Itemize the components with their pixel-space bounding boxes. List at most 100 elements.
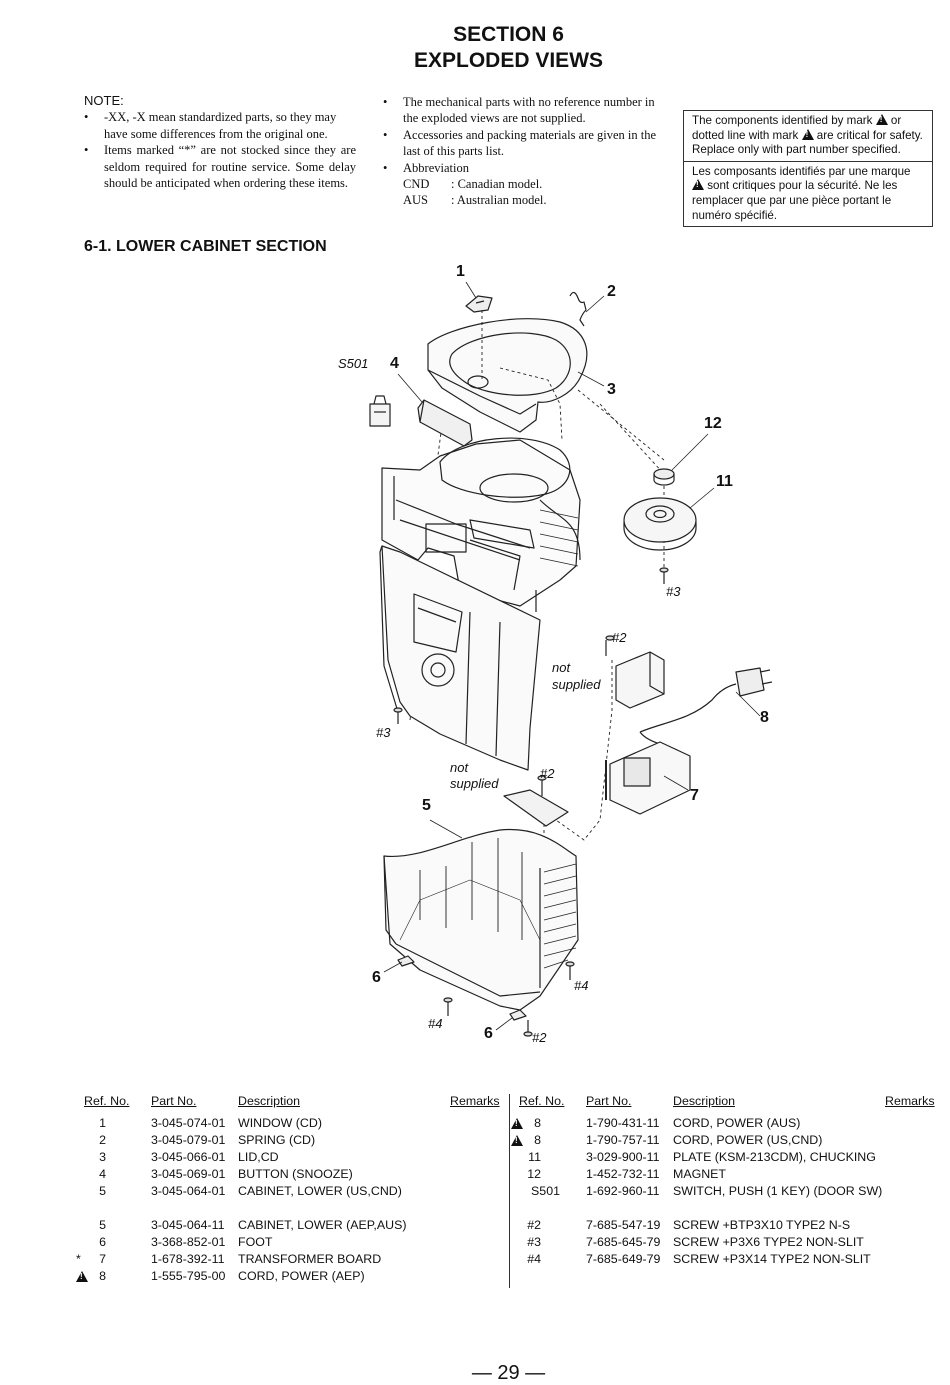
callout-6: 6 <box>372 969 381 986</box>
not-supplied-label: not <box>450 760 469 775</box>
row-description: SCREW +BTP3X10 TYPE2 N-S <box>673 1218 851 1232</box>
screw-3-left <box>393 707 403 724</box>
row-ref-no: 4 <box>99 1167 106 1181</box>
row-ref-no: 2 <box>99 1133 106 1147</box>
column-header-part: Part No. <box>586 1094 632 1108</box>
callout-7: 7 <box>690 787 699 804</box>
screw-label: #2 <box>532 1030 547 1045</box>
column-header-ref: Ref. No. <box>519 1094 565 1108</box>
safety-french-text: sont critiques pour la sécurité. Ne les … <box>692 179 898 222</box>
column-header-description: Description <box>238 1094 300 1108</box>
note-right: The mechanical parts with no reference n… <box>383 94 658 209</box>
row-ref-no: 5 <box>99 1184 106 1198</box>
warning-triangle-icon <box>801 128 814 140</box>
row-ref-no: 8 <box>534 1116 541 1130</box>
row-part-no: 1-678-392-11 <box>151 1252 225 1266</box>
callout-12: 12 <box>704 415 722 432</box>
transformer-part <box>605 741 691 815</box>
row-ref-no: #3 <box>527 1235 541 1249</box>
callout-11: 11 <box>716 473 733 490</box>
screw-label: #4 <box>574 978 588 993</box>
abbreviation-code: AUS <box>403 193 429 208</box>
row-description: LID,CD <box>238 1150 279 1164</box>
row-part-no: 7-685-645-79 <box>586 1235 661 1249</box>
safety-notice-box: The components identified by mark or dot… <box>683 110 933 228</box>
note-bullet: -XX, -X mean standardized parts, so they… <box>84 109 356 142</box>
magnet-part <box>653 468 675 486</box>
window-part <box>465 295 493 313</box>
abbreviation-code: CND <box>403 177 430 192</box>
row-part-no: 1-790-431-11 <box>586 1116 660 1130</box>
row-ref-no: 5 <box>99 1218 106 1232</box>
row-part-no: 3-045-064-01 <box>151 1184 226 1198</box>
row-description: CORD, POWER (AUS) <box>673 1116 801 1130</box>
row-ref-no: 12 <box>527 1167 541 1181</box>
column-header-part: Part No. <box>151 1094 197 1108</box>
row-description: MAGNET <box>673 1167 727 1181</box>
table-row: 8 1-790-431-11 CORD, POWER (AUS) <box>511 1116 950 1133</box>
callout-5: 5 <box>422 797 431 814</box>
row-ref-no: 8 <box>99 1269 106 1283</box>
row-ref-no: 6 <box>99 1235 106 1249</box>
screw-3-right <box>659 567 669 584</box>
exploded-view-diagram: 1 2 3 4 5 6 6 7 8 11 12 S501 #3 #3 #2 #2… <box>338 263 773 1045</box>
note-bullet: Items marked “*” are not stocked since t… <box>84 142 356 191</box>
safety-english-text: or dotted line with mark <box>692 114 902 142</box>
switch-part <box>369 395 391 427</box>
row-part-no: 3-045-064-11 <box>151 1218 225 1232</box>
row-description: SCREW +P3X14 TYPE2 NON-SLIT <box>673 1252 871 1266</box>
callout-6: 6 <box>484 1025 493 1042</box>
row-description: WINDOW (CD) <box>238 1116 322 1130</box>
row-description: CORD, POWER (US,CND) <box>673 1133 823 1147</box>
screw-label: #3 <box>376 725 391 740</box>
not-supplied-label: not <box>552 660 571 675</box>
page-number: — 29 — <box>471 1362 546 1384</box>
row-part-no: 1-790-757-11 <box>586 1133 660 1147</box>
row-description: SWITCH, PUSH (1 KEY) (DOOR SW) <box>673 1184 883 1198</box>
chucking-plate-part <box>623 497 697 551</box>
safety-french: Les composants identifiés par une marque… <box>684 160 932 226</box>
foot-right <box>509 1009 527 1021</box>
section-number: SECTION 6 <box>453 23 564 46</box>
main-chassis <box>381 437 581 612</box>
note-left: NOTE: -XX, -X mean standardized parts, s… <box>84 93 356 191</box>
row-part-no: 3-029-900-11 <box>586 1150 660 1164</box>
note-heading: NOTE: <box>84 93 124 108</box>
abbreviation-meaning: : Canadian model. <box>451 177 543 192</box>
safety-english-text: are critical for safety. Replace only wi… <box>692 128 923 157</box>
safety-french-text: Les composants identifiés par une marque <box>692 164 911 178</box>
column-header-description: Description <box>673 1094 735 1108</box>
row-ref-no: 3 <box>99 1150 106 1164</box>
safety-english: The components identified by mark or dot… <box>684 111 932 161</box>
bracket-part <box>605 635 665 709</box>
row-ref-no: 1 <box>99 1116 106 1130</box>
row-part-no: 7-685-649-79 <box>586 1252 661 1266</box>
row-part-no: 3-045-069-01 <box>151 1167 226 1181</box>
spring-part <box>569 291 587 327</box>
note-bullet: The mechanical parts with no reference n… <box>383 94 658 127</box>
lid-part <box>427 318 588 433</box>
column-header-remarks: Remarks <box>885 1094 935 1108</box>
row-ref-no: 11 <box>528 1150 541 1164</box>
table-row: S501 1-692-960-11 SWITCH, PUSH (1 KEY) (DO… <box>519 1184 950 1201</box>
row-part-no: 3-045-079-01 <box>151 1133 226 1147</box>
row-description: CORD, POWER (AEP) <box>238 1269 365 1283</box>
abbreviation-row: AUS : Australian model. <box>383 192 658 208</box>
row-description: TRANSFORMER BOARD <box>238 1252 382 1266</box>
row-description: FOOT <box>238 1235 273 1249</box>
callout-8: 8 <box>760 709 769 726</box>
row-ref-no: S501 <box>531 1184 560 1198</box>
table-row: 2 3-045-079-01 SPRING (CD) <box>84 1133 524 1150</box>
row-ref-no: 7 <box>99 1252 106 1266</box>
warning-triangle-icon <box>875 114 888 125</box>
callout-2: 2 <box>607 283 616 300</box>
row-ref-no: #4 <box>527 1252 541 1266</box>
screw-label: #3 <box>666 584 681 599</box>
row-description: SPRING (CD) <box>238 1133 316 1147</box>
row-part-no: 1-692-960-11 <box>586 1184 660 1198</box>
